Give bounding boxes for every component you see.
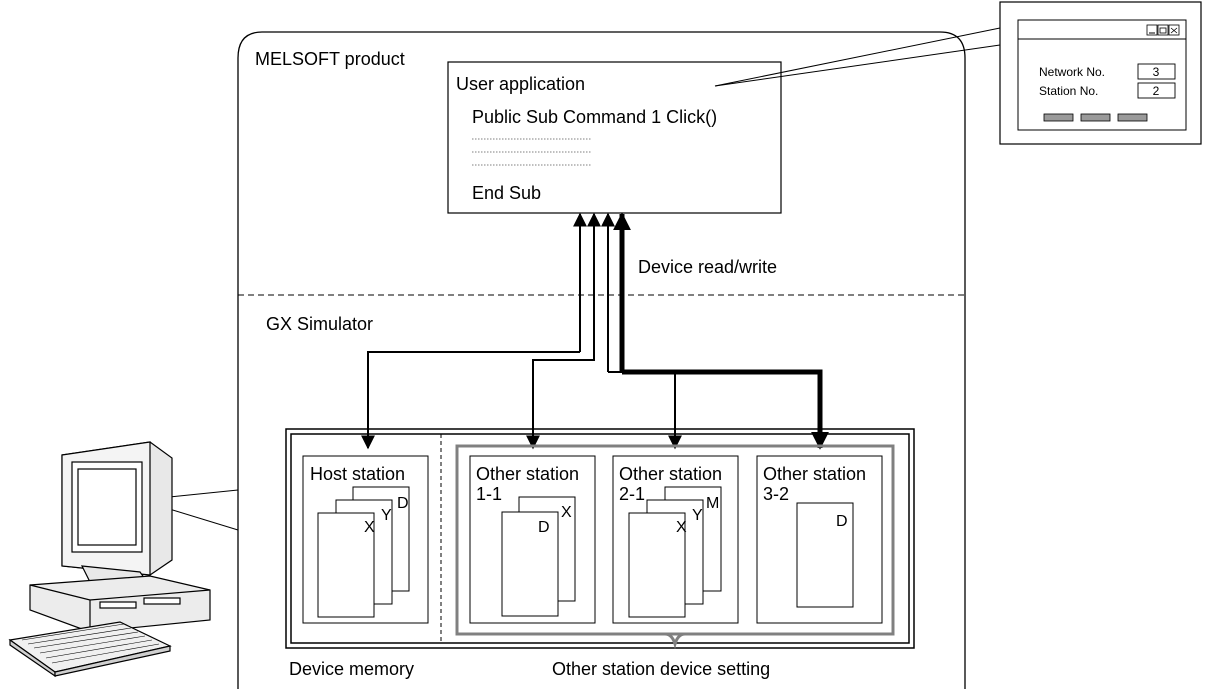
- melsoft-title: MELSOFT product: [255, 49, 405, 69]
- host-device-x: X: [364, 519, 375, 536]
- user-app-code-line: Public Sub Command 1 Click(): [472, 107, 717, 127]
- preview-button-3: [1117, 113, 1148, 122]
- device-memory-label: Device memory: [289, 659, 414, 679]
- station-2-1-device-m: M: [706, 495, 719, 512]
- station-field: [1137, 82, 1176, 99]
- network-value: 3: [1153, 65, 1160, 79]
- station-1-1-number: 1-1: [476, 484, 502, 504]
- maximize-icon: [1157, 24, 1169, 36]
- station-3-2-device-d: D: [836, 513, 848, 530]
- preview-button-2: [1080, 113, 1111, 122]
- station-1-1-title: Other station: [476, 464, 579, 484]
- other-station-2-1-panel: Other station 2-1 X Y M: [612, 455, 739, 624]
- other-station-1-1-panel: Other station 1-1 D X: [469, 455, 596, 624]
- simulator-title: GX Simulator: [266, 314, 373, 334]
- callout-line-top: [714, 27, 1001, 87]
- host-station-panel: Host station X Y D: [302, 455, 429, 624]
- melsoft-product-frame: MELSOFT product: [237, 31, 966, 689]
- station-3-2-number: 3-2: [763, 484, 789, 504]
- station-3-2-title: Other station: [763, 464, 866, 484]
- station-2-1-title: Other station: [619, 464, 722, 484]
- personal-computer-icon: [8, 441, 211, 678]
- device-memory-container: [285, 428, 915, 649]
- other-station-bracket: [455, 444, 895, 650]
- user-application-box: User application Public Sub Command 1 Cl…: [447, 61, 782, 214]
- station-2-1-number: 2-1: [619, 484, 645, 504]
- host-device-y: Y: [381, 507, 392, 524]
- network-label: Network No.: [1039, 65, 1105, 79]
- window-preview: Network No. 3 Station No. 2: [999, 1, 1202, 145]
- device-read-write-arrows: [361, 212, 829, 450]
- user-app-title: User application: [456, 74, 585, 94]
- minimize-icon: [1146, 24, 1158, 36]
- station-1-1-device-x: X: [561, 504, 572, 521]
- station-2-1-device-x: X: [676, 519, 687, 536]
- host-device-d: D: [397, 495, 409, 512]
- other-station-3-2-panel: Other station 3-2 D: [756, 455, 883, 624]
- user-app-end-line: End Sub: [472, 183, 541, 203]
- station-1-1-device-d: D: [538, 519, 550, 536]
- station-value: 2: [1153, 84, 1160, 98]
- station-label: Station No.: [1039, 84, 1098, 98]
- other-station-setting-label: Other station device setting: [552, 659, 770, 679]
- host-station-title: Host station: [310, 464, 405, 484]
- network-field: [1137, 63, 1176, 80]
- preview-button-1: [1043, 113, 1074, 122]
- callout-line-bottom: [714, 44, 1001, 87]
- device-rw-label: Device read/write: [638, 257, 777, 277]
- station-2-1-device-y: Y: [692, 507, 703, 524]
